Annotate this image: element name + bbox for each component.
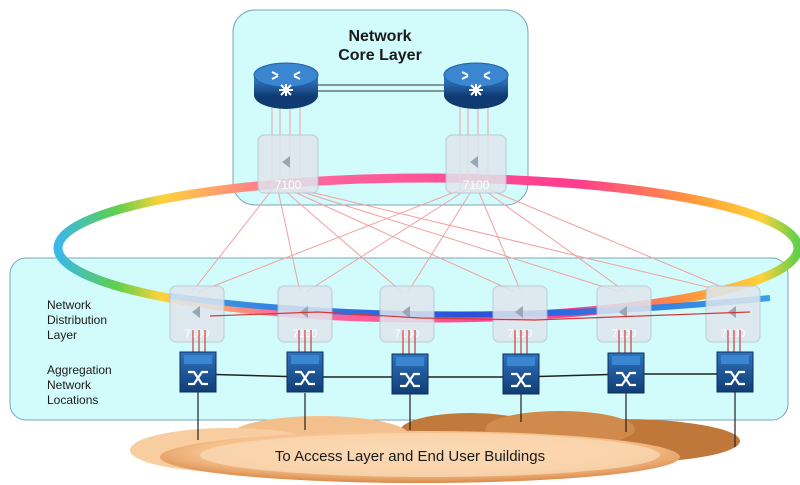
svg-text:7100: 7100 — [612, 328, 636, 340]
cloud-icon — [130, 411, 740, 483]
switch-icon — [295, 370, 315, 386]
distribution-label-line1: Network — [47, 298, 92, 312]
cloud-label: To Access Layer and End User Buildings — [274, 448, 546, 465]
distribution-node-5: 7100 — [596, 285, 652, 343]
distribution-node-1: 7100 — [169, 285, 225, 343]
svg-text:7100: 7100 — [508, 328, 532, 340]
aggregation-switch-3 — [391, 353, 429, 395]
distribution-node-6: 7100 — [705, 285, 761, 343]
switch-icon — [616, 371, 636, 387]
router-icon — [461, 71, 491, 96]
aggregation-label-line3: Locations — [47, 393, 99, 407]
core-node-left: 7100 — [257, 134, 319, 194]
access-drop-lines — [197, 390, 736, 447]
router-interconnect — [318, 84, 445, 92]
core-layer-title: Network Core Layer — [300, 27, 460, 65]
ring-lower — [169, 293, 771, 318]
core-router-right — [443, 62, 509, 109]
switch-icon — [400, 372, 420, 388]
core-node-right: 7100 — [445, 134, 507, 194]
svg-text:7100: 7100 — [275, 178, 302, 192]
switch-icon — [725, 370, 745, 386]
aggregation-switch-1 — [179, 351, 217, 393]
aggregation-label-line2: Network — [47, 378, 92, 392]
aggregation-switch-6 — [716, 351, 754, 393]
core-title-line2: Core Layer — [338, 47, 422, 64]
svg-text:7100: 7100 — [721, 328, 745, 340]
distribution-node-3: 7100 — [379, 285, 435, 343]
aggregation-label: Aggregation Network Locations — [47, 363, 157, 408]
switch-icon — [188, 370, 208, 386]
aggregation-switch-2 — [286, 351, 324, 393]
aggregation-switch-4 — [502, 353, 540, 395]
distribution-node-4: 7100 — [492, 285, 548, 343]
router-icon — [271, 71, 301, 96]
distribution-label-line2: Distribution — [47, 313, 108, 327]
svg-text:7100: 7100 — [395, 328, 419, 340]
distribution-label-line3: Layer — [47, 328, 78, 342]
switch-icon — [511, 372, 531, 388]
distribution-layer-label: Network Distribution Layer — [47, 298, 157, 343]
core-title-line1: Network — [348, 28, 412, 45]
aggregation-label-line1: Aggregation — [47, 363, 112, 377]
svg-text:7100: 7100 — [185, 328, 209, 340]
svg-text:7100: 7100 — [463, 178, 490, 192]
aggregation-switch-5 — [607, 352, 645, 394]
distribution-links — [192, 311, 751, 356]
core-router-left — [253, 62, 319, 109]
